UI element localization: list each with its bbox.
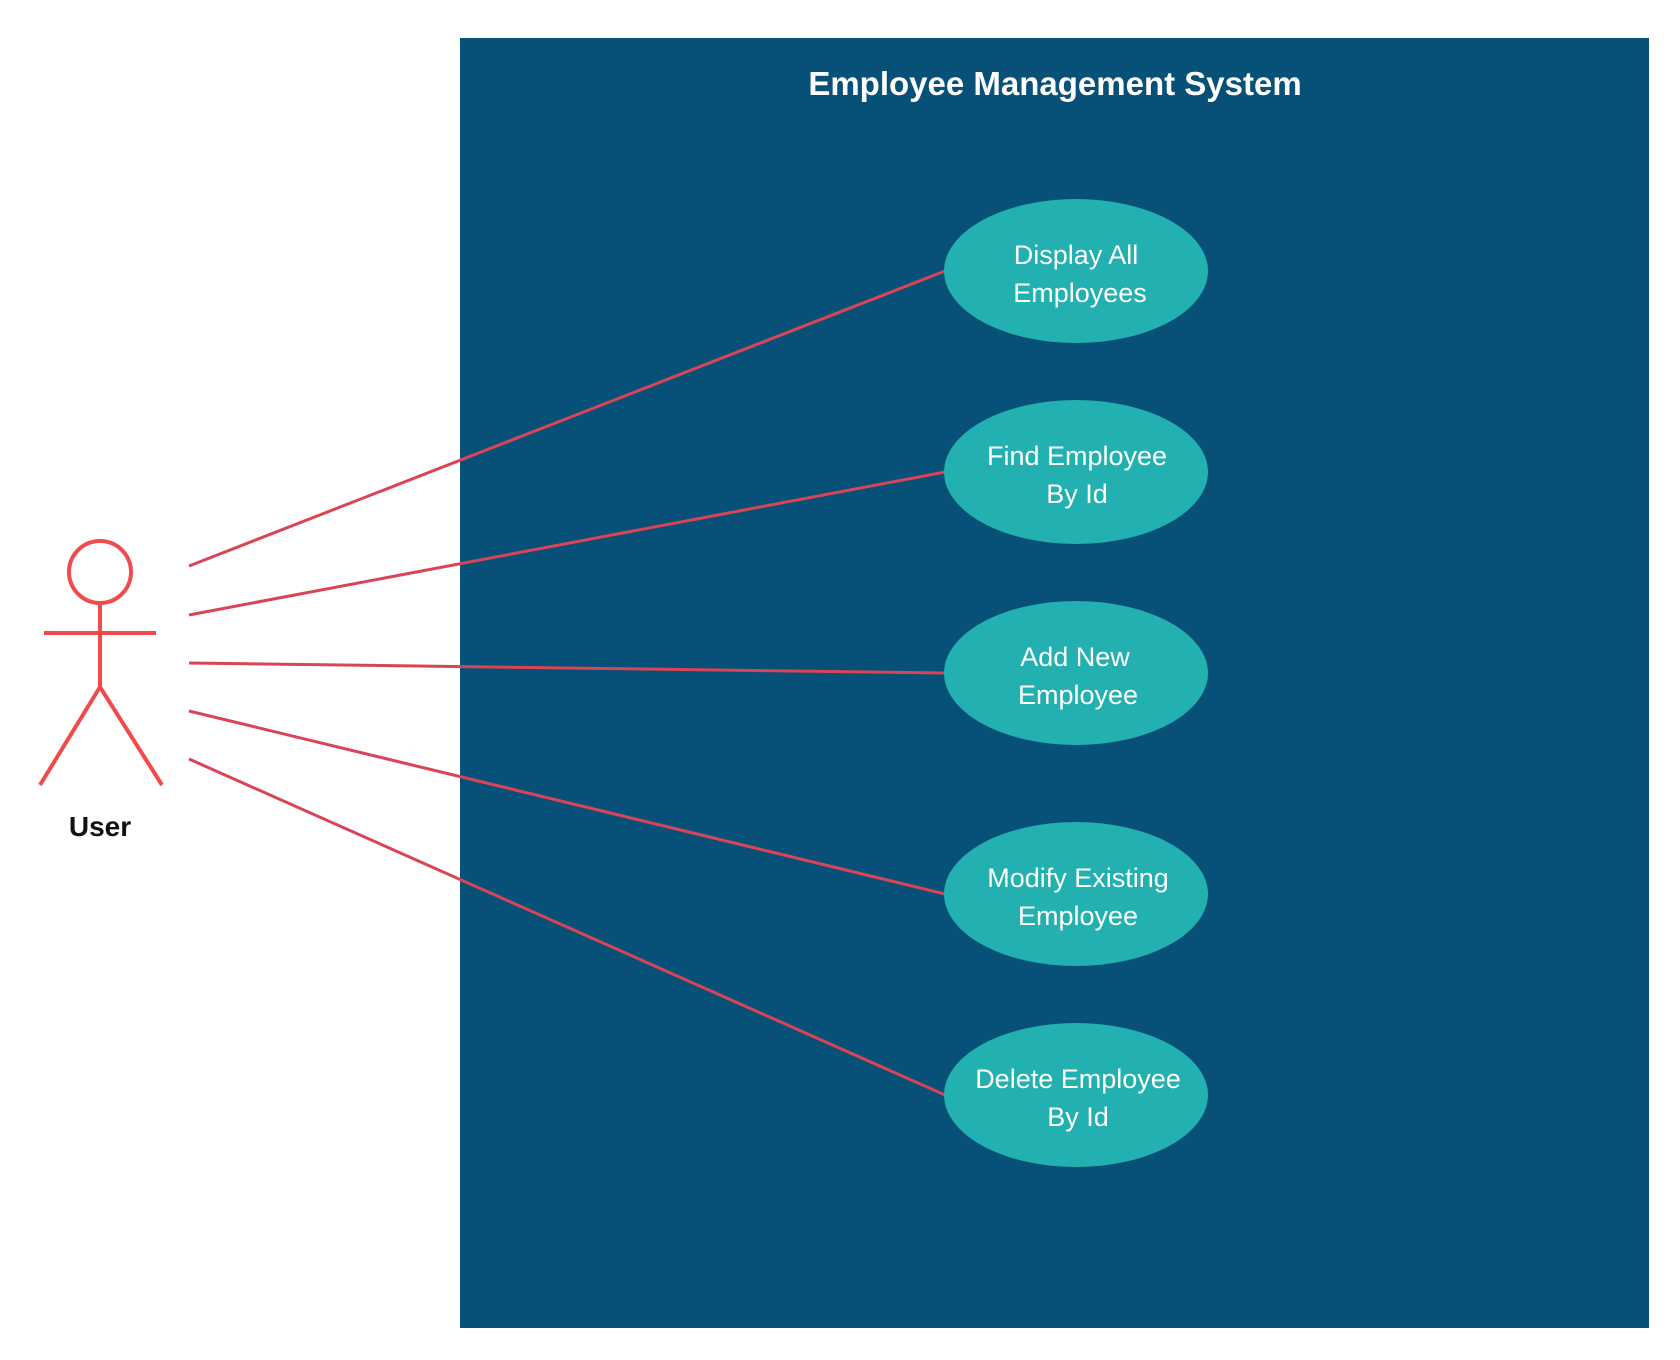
use-case-label: By Id [1046, 479, 1108, 509]
use-case-label: Employees [1013, 278, 1147, 308]
system-title: Employee Management System [808, 65, 1301, 102]
use-case-ellipse [944, 1023, 1208, 1167]
use-case-add-new-employee: Add New Employee [944, 601, 1208, 745]
use-case-ellipse [944, 601, 1208, 745]
use-case-find-employee-by-id: Find Employee By Id [944, 400, 1208, 544]
use-case-label: Display All [1014, 240, 1139, 270]
use-case-ellipse [944, 400, 1208, 544]
use-case-label: Modify Existing [987, 863, 1169, 893]
association-line [188, 661, 946, 675]
actor-label: User [69, 811, 131, 842]
use-case-ellipse [944, 822, 1208, 966]
use-case-modify-existing-employee: Modify Existing Employee [944, 822, 1208, 966]
association-line [188, 709, 946, 896]
use-case-label: Add New [1020, 642, 1130, 672]
use-case-display-all-employees: Display All Employees [944, 199, 1208, 343]
use-case-label: Employee [1018, 680, 1138, 710]
association-line [188, 757, 946, 1097]
use-case-ellipse [944, 199, 1208, 343]
actor-right-leg [98, 685, 164, 787]
use-case-label: Employee [1018, 901, 1138, 931]
actor-head [67, 539, 133, 605]
association-line [188, 269, 946, 568]
actor-user-figure [38, 539, 164, 787]
use-case-label: Delete Employee [975, 1064, 1181, 1094]
use-case-label: Find Employee [987, 441, 1167, 471]
use-case-label: By Id [1047, 1102, 1109, 1132]
association-line [188, 470, 946, 617]
actor-left-leg [38, 685, 102, 787]
use-case-delete-employee-by-id: Delete Employee By Id [944, 1023, 1208, 1167]
